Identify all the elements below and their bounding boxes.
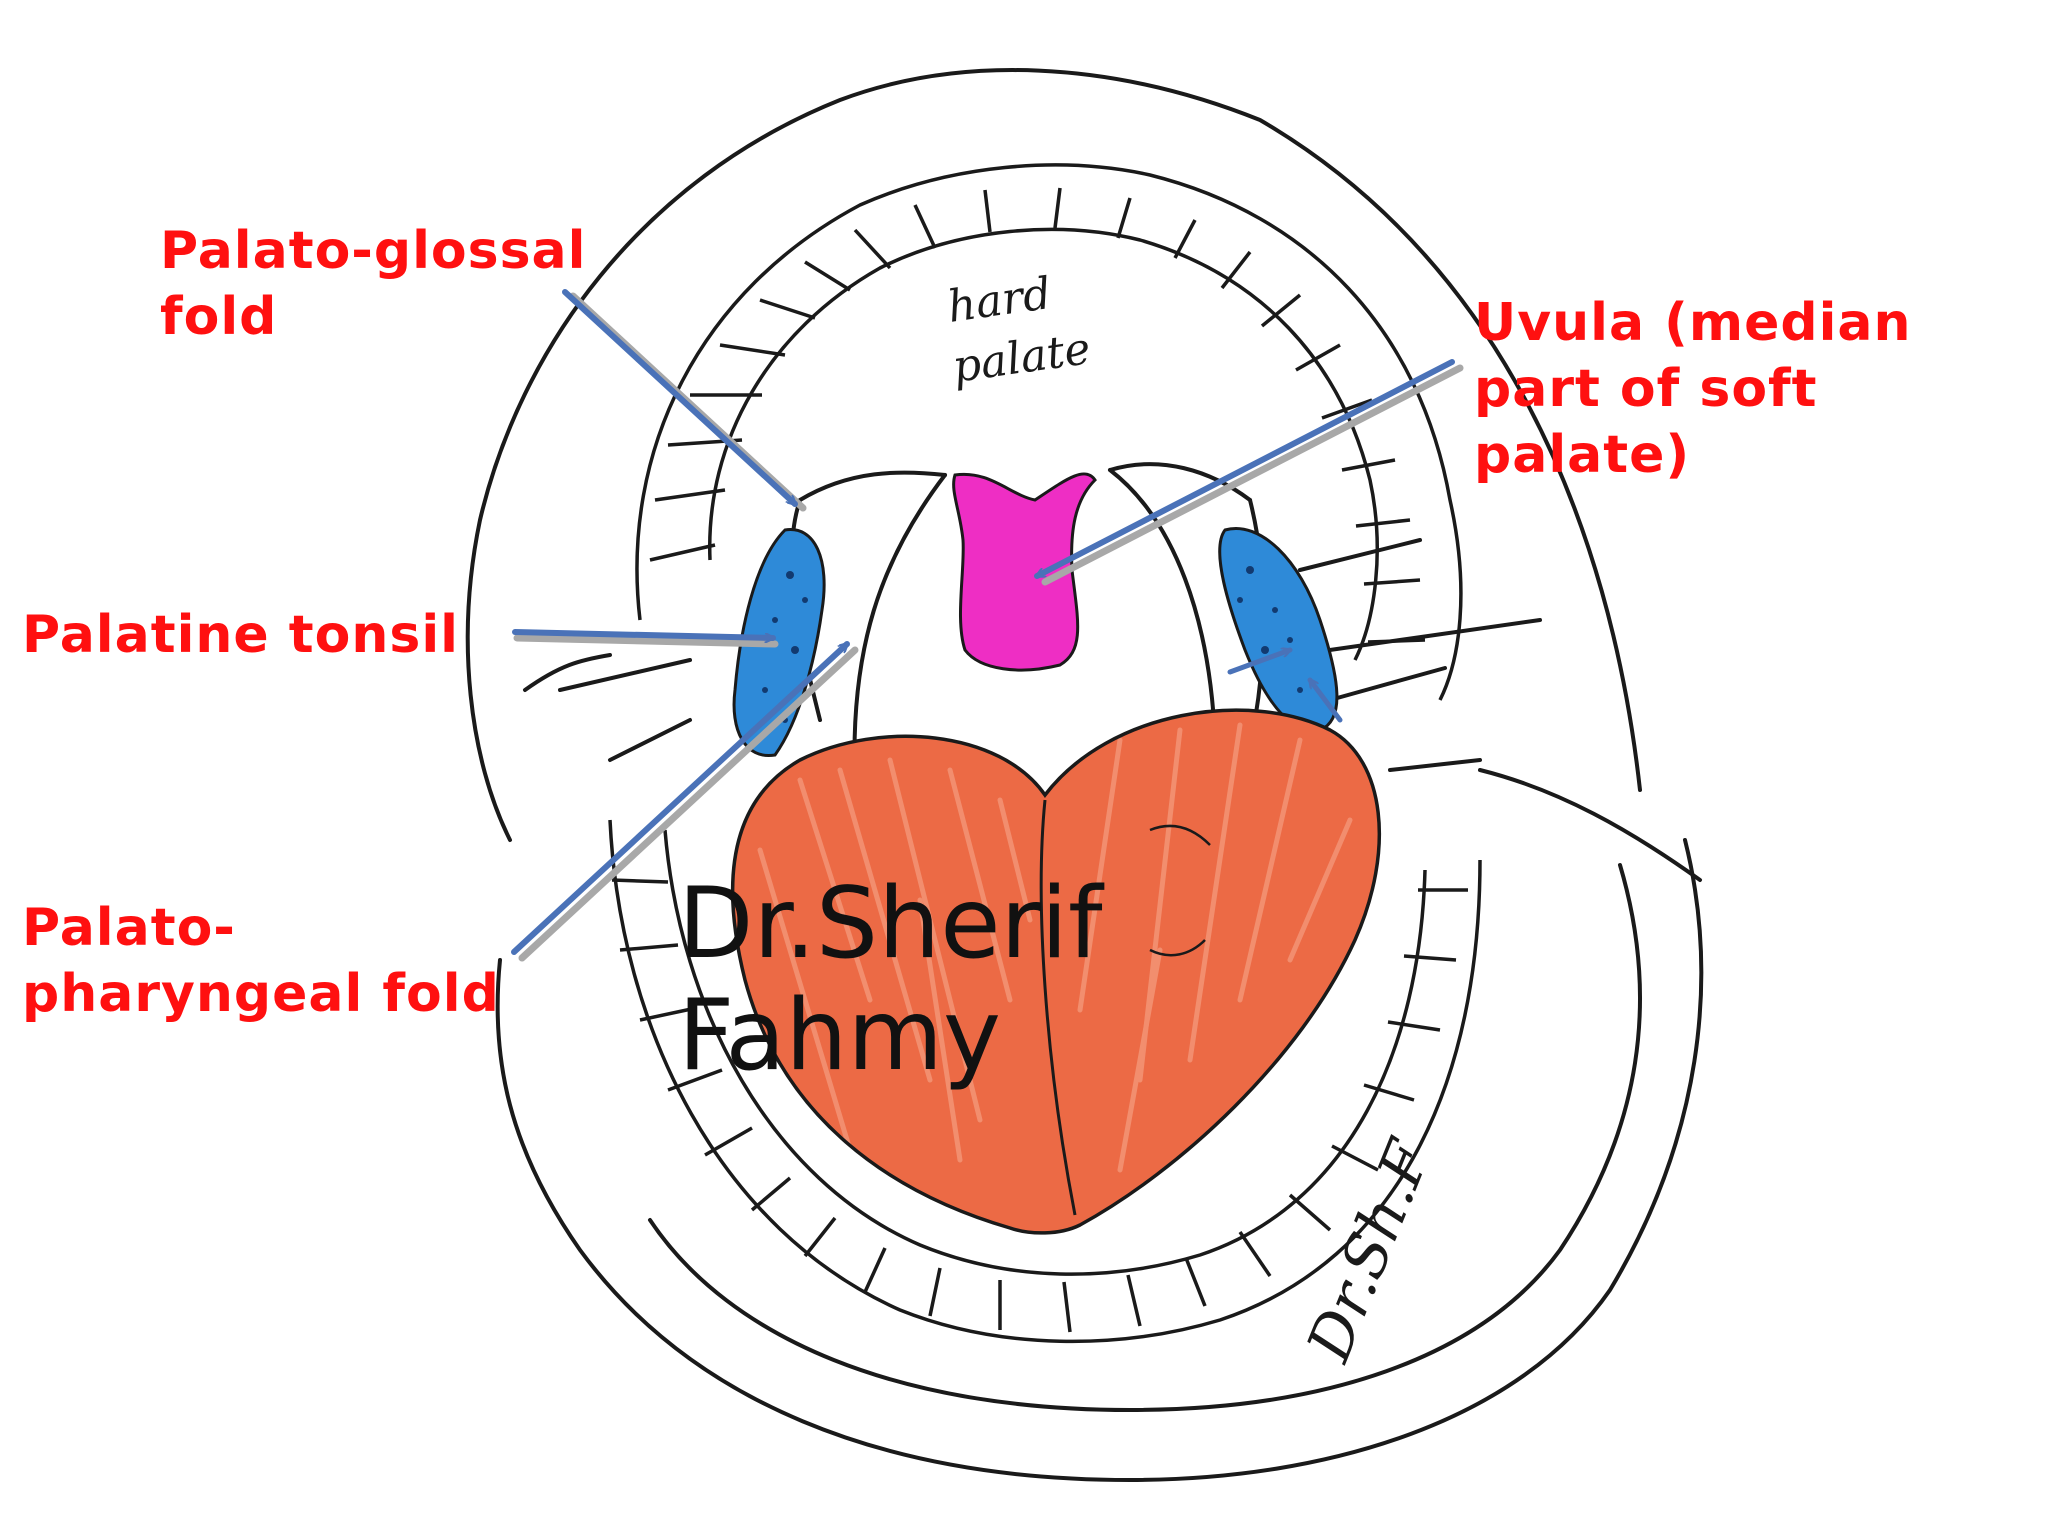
label-line: Palato-glossal [160, 221, 587, 281]
label-line: palate) [1474, 425, 1691, 485]
handwritten-hard-palate: hard palate [944, 268, 1093, 393]
soft-palate-outline [523, 462, 1542, 782]
label-palatoglossal-fold: Palato-glossal fold [160, 218, 586, 350]
label-uvula: Uvula (median part of soft palate) [1474, 290, 1912, 488]
palatoglossal-arrow [562, 289, 807, 512]
uvula-shape [952, 472, 1097, 672]
label-line: pharyngeal fold [22, 964, 500, 1024]
label-line: Palatine tonsil [22, 605, 459, 665]
upper-teeth [635, 163, 1463, 701]
label-line: Palato- [22, 898, 236, 958]
label-palatine-tonsil: Palatine tonsil [22, 602, 459, 668]
leader-arrows [511, 289, 1464, 962]
label-line: fold [160, 287, 278, 347]
hard-palate-line-1: hard [944, 268, 1054, 333]
outer-mouth-outline [465, 68, 1704, 1483]
hard-palate-line-2: palate [949, 323, 1093, 393]
label-line: part of soft [1474, 359, 1818, 419]
label-palatopharyngeal-fold: Palato- pharyngeal fold [22, 895, 500, 1027]
label-line: Uvula (median [1474, 293, 1912, 353]
tonsil-arrow [512, 629, 779, 648]
right-palatine-tonsil [1218, 527, 1339, 732]
lower-teeth [608, 819, 1482, 1344]
right-tonsil-arrows [1227, 650, 1343, 723]
author-watermark: Dr.Sherif Fahmy [678, 868, 1103, 1092]
handwritten-signature: Dr.Sh.F [1294, 1129, 1446, 1371]
palatopharyngeal-arrow [511, 641, 859, 962]
watermark-line: Fahmy [678, 979, 1001, 1093]
uvula-arrow [1037, 359, 1464, 586]
watermark-line: Dr.Sherif [678, 867, 1103, 981]
tongue [730, 708, 1381, 1235]
